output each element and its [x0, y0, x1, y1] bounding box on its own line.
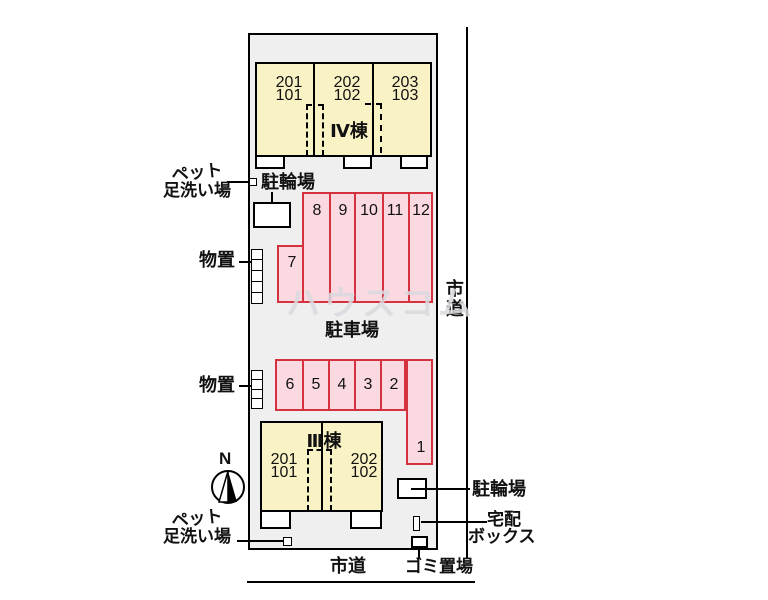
bicycle-parking-top — [253, 202, 291, 228]
stall-number: 9 — [338, 202, 348, 219]
entry-path-dash — [307, 449, 332, 451]
unit-lower: 103 — [391, 87, 419, 104]
unit-lower: 101 — [275, 87, 303, 104]
entry-path-dash — [306, 104, 308, 156]
storage-label-bottom: 物置 — [199, 375, 235, 395]
compass-north-label: N — [219, 449, 232, 468]
building-iv-divider-1 — [313, 64, 315, 155]
delivery-box — [413, 516, 420, 531]
building-iii-divider — [321, 423, 323, 510]
stall-number: 8 — [312, 202, 322, 219]
entry-path-dash — [330, 449, 332, 511]
bicycle-leader-bottom — [411, 488, 470, 490]
building-iii: Ⅲ棟 201 101 202 102 — [260, 421, 383, 512]
stall-divider — [408, 194, 410, 301]
compass-icon — [211, 470, 245, 504]
stall-number: 1 — [416, 439, 426, 456]
stall-divider — [329, 194, 331, 301]
porch — [350, 510, 382, 529]
unit-label: 202 102 — [325, 74, 369, 104]
storage-label-top: 物置 — [199, 250, 235, 270]
pet-wash-line2: 足洗い場 — [163, 526, 231, 546]
entry-path-dash — [322, 104, 324, 156]
watermark: ハウスコム — [286, 285, 476, 323]
entry-path-dash — [365, 103, 382, 105]
stall-divider — [354, 361, 356, 409]
stall-divider — [354, 194, 356, 301]
unit-upper: 202 — [333, 74, 361, 91]
stall-number: 2 — [389, 376, 399, 393]
building-iv: 201 101 202 102 203 103 Ⅳ棟 — [255, 62, 432, 157]
pet-wash-spot-bottom — [283, 537, 292, 546]
entry-path-dash — [307, 449, 309, 511]
unit-lower: 101 — [270, 464, 298, 481]
building-iv-name: Ⅳ棟 — [330, 121, 368, 141]
pet-wash-label-bottom: ペット 足洗い場 — [156, 506, 238, 546]
bicycle-label-top: 駐輪場 — [261, 172, 315, 192]
stall-number: 6 — [285, 376, 295, 393]
pet-wash-leader-top — [227, 181, 250, 183]
road-label-right: 市道 — [443, 279, 464, 319]
unit-label: 203 103 — [383, 74, 427, 104]
stall-number: 5 — [311, 376, 321, 393]
parking-lot-label: 駐車場 — [325, 320, 379, 340]
delivery-label-line1: 宅配 — [487, 510, 521, 529]
stall-number: 11 — [386, 202, 404, 219]
pet-wash-label-top: ペット 足洗い場 — [156, 160, 238, 200]
road-line-bottom — [247, 581, 475, 583]
unit-upper: 202 — [350, 451, 378, 468]
porch — [343, 155, 372, 169]
stall-number: 4 — [337, 376, 347, 393]
unit-lower: 102 — [333, 87, 361, 104]
road-line-right — [466, 27, 468, 558]
bicycle-tick-top — [271, 192, 273, 202]
stall-number: 7 — [287, 254, 297, 271]
stall-number: 3 — [363, 376, 373, 393]
building-iv-divider-2 — [372, 64, 374, 155]
garbage-box — [411, 536, 428, 548]
parking-stall-7: 7 — [277, 245, 304, 303]
unit-label: 201 101 — [262, 451, 306, 481]
storage-units-bottom — [251, 369, 263, 409]
unit-label: 202 102 — [342, 451, 386, 481]
storage-leader-top — [239, 261, 252, 263]
pet-wash-leader-bottom — [237, 540, 283, 542]
stall-number: 10 — [360, 202, 378, 219]
delivery-leader — [421, 521, 487, 523]
storage-cell — [251, 398, 263, 409]
unit-upper: 201 — [270, 451, 298, 468]
entry-path-dash — [306, 104, 324, 106]
stall-number: 12 — [412, 202, 430, 219]
parking-stalls-6-2: 6 5 4 3 2 — [275, 359, 406, 411]
delivery-label-line2: ボックス — [468, 527, 536, 546]
entry-path-dash — [380, 103, 382, 153]
pet-wash-line2: 足洗い場 — [163, 180, 231, 200]
stall-divider — [380, 361, 382, 409]
road-label-bottom: 市道 — [330, 556, 366, 576]
garbage-label: ゴミ置場 — [405, 557, 473, 576]
unit-label: 201 101 — [267, 74, 311, 104]
garbage-leader — [418, 548, 420, 559]
stall-divider — [302, 361, 304, 409]
stall-divider — [382, 194, 384, 301]
unit-lower: 102 — [350, 464, 378, 481]
storage-units-top — [251, 248, 263, 304]
storage-cell — [251, 291, 263, 304]
stall-divider — [328, 361, 330, 409]
unit-upper: 201 — [275, 74, 303, 91]
porch — [260, 510, 291, 529]
pet-wash-spot-top — [249, 178, 257, 186]
building-iii-name: Ⅲ棟 — [306, 431, 342, 451]
storage-leader-bottom — [239, 385, 252, 387]
porch — [400, 155, 428, 169]
unit-upper: 203 — [391, 74, 419, 91]
porch — [255, 155, 285, 169]
bicycle-label-bottom: 駐輪場 — [472, 479, 526, 499]
parking-stall-1: 1 — [406, 359, 433, 465]
